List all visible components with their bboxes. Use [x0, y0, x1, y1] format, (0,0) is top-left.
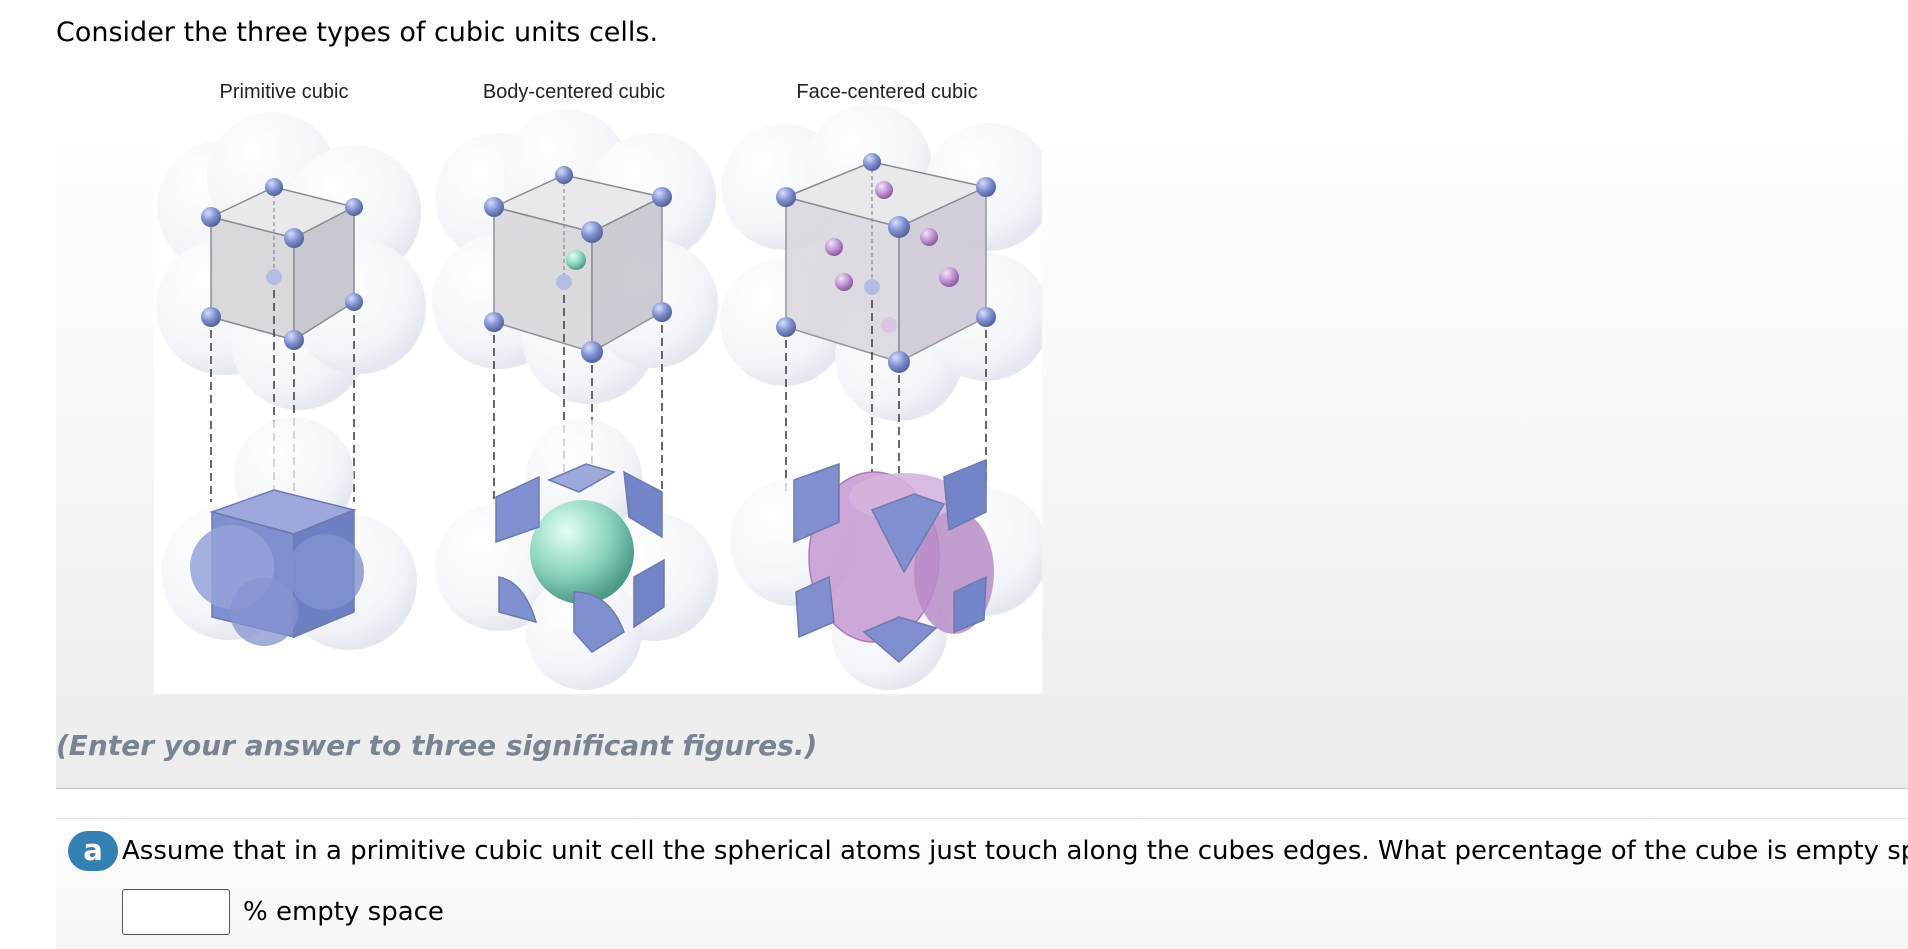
face-centered-cubic-diagram — [720, 104, 1042, 690]
significant-figures-hint: (Enter your answer to three significant … — [56, 729, 818, 762]
cubic-cells-figure: Primitive cubic Body-centered cubic Face… — [154, 72, 1042, 694]
part-a-badge: a — [68, 831, 118, 871]
body-centered-cubic-label: Body-centered cubic — [483, 81, 665, 103]
question-part-a: a Assume that in a primitive cubic unit … — [56, 818, 1908, 949]
intro-text: Consider the three types of cubic units … — [56, 17, 659, 48]
primitive-cubic-label: Primitive cubic — [220, 81, 349, 103]
problem-content-panel: Primitive cubic Body-centered cubic Face… — [56, 72, 1908, 789]
question-text: Assume that in a primitive cubic unit ce… — [122, 836, 1908, 866]
empty-space-answer-input[interactable] — [122, 889, 230, 935]
primitive-cubic-diagram — [156, 112, 426, 650]
answer-unit-label: % empty space — [243, 897, 444, 927]
face-centered-cubic-label: Face-centered cubic — [796, 81, 977, 103]
body-centered-cubic-diagram — [432, 109, 718, 690]
